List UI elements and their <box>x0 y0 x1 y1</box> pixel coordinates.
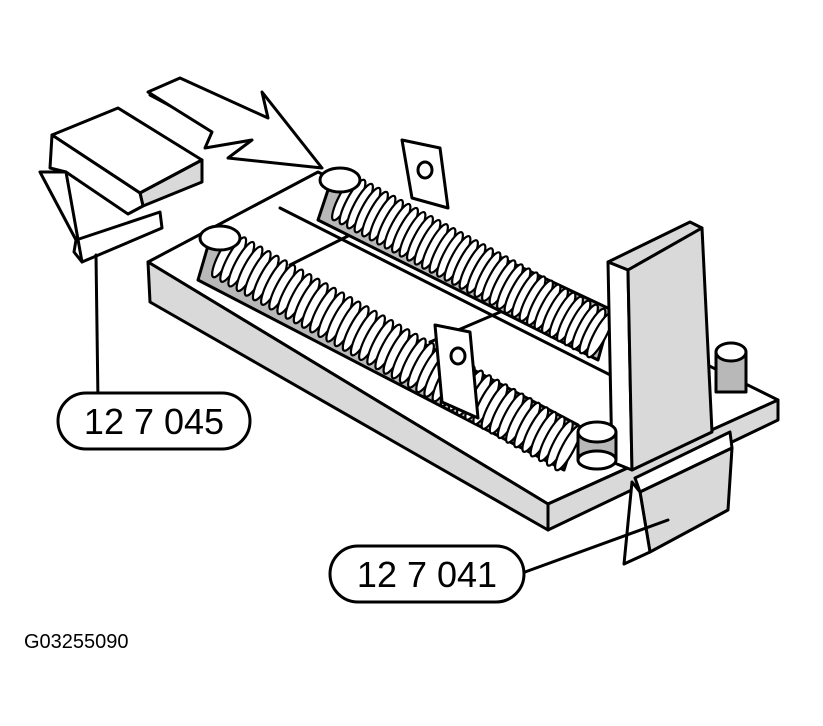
bracket-part-12-7-041 <box>622 430 734 566</box>
side-bolt <box>714 341 748 394</box>
front-bolt <box>576 420 618 471</box>
upright-plate <box>606 220 714 472</box>
callout-12-7-041: 12 7 041 <box>328 544 526 604</box>
figure-id: G03255090 <box>24 631 129 653</box>
rear-mounting-tab <box>400 138 450 210</box>
callout-label-upper: 12 7 045 <box>84 401 224 442</box>
leader-line-upper <box>94 253 100 404</box>
direction-arrow <box>146 76 324 170</box>
middle-mounting-tab <box>433 323 480 420</box>
clip-part-12-7-045 <box>38 106 204 264</box>
callout-label-lower: 12 7 041 <box>357 554 497 595</box>
callout-12-7-045: 12 7 045 <box>56 391 252 451</box>
rear-spring <box>316 166 614 362</box>
front-spring <box>196 224 582 472</box>
leader-line-lower <box>523 518 670 574</box>
